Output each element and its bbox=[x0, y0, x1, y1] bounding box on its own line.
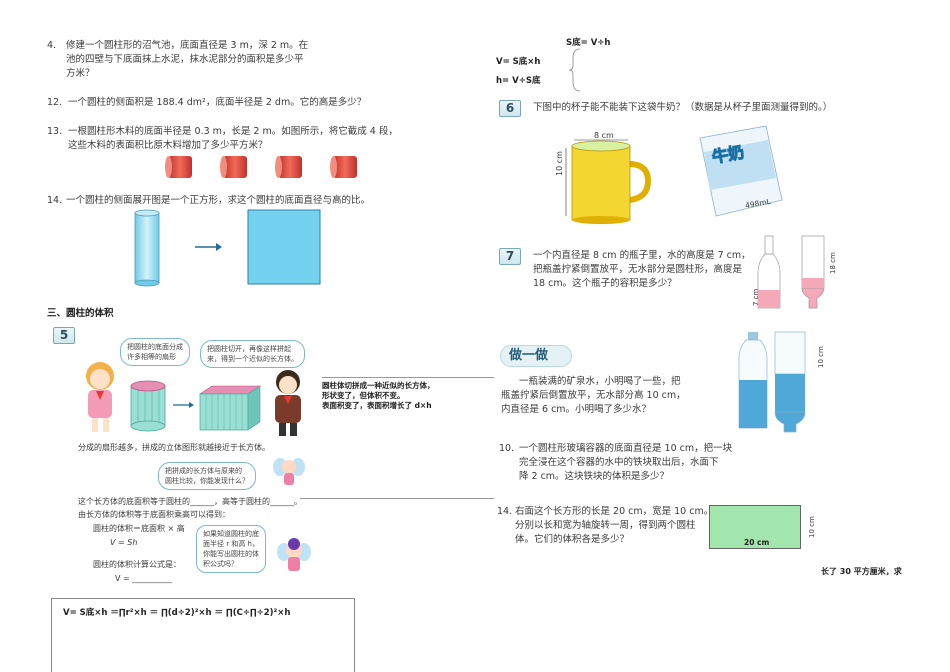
example-7-badge: 7 bbox=[499, 248, 521, 265]
q10-line2: 完全浸在这个容器的水中的铁块取出后，水面下 bbox=[519, 457, 719, 468]
example-6-badge: 6 bbox=[499, 100, 521, 117]
ex7-line1: 一个内直径是 8 cm 的瓶子里，水的高度是 7 cm， bbox=[533, 250, 751, 261]
q12-number: 12. bbox=[47, 97, 63, 108]
wood-piece-2 bbox=[220, 156, 247, 178]
water-bottles-figure bbox=[738, 331, 806, 433]
q4-number: 4. bbox=[47, 40, 57, 51]
ex6-text: 下图中的杯子能不能装下这袋牛奶？（数据是从杯子里面测量得到的。） bbox=[533, 102, 833, 113]
fairy-illustration-1 bbox=[273, 458, 305, 485]
ex7-line3: 18 cm。这个瓶子的容积是多少？ bbox=[533, 278, 677, 289]
cup-width-label: 8 cm bbox=[594, 131, 614, 140]
rearranged-cuboid bbox=[199, 385, 261, 431]
rectangle-figure: 20 cm bbox=[709, 505, 801, 549]
zuoyizuo-badge: 做一做 bbox=[500, 345, 572, 367]
ex5-line4: 圆柱的体积＝底面积 × 高 bbox=[93, 524, 185, 533]
unrolled-cylinder-figure bbox=[134, 209, 321, 287]
boy-illustration bbox=[275, 370, 301, 436]
bubble-cut-rearrange: 把圆柱切开，再像这样拼起 来，得到一个近似的长方体。 bbox=[200, 340, 305, 368]
q10-line3: 降 2 cm。这块铁块的体积是多少？ bbox=[519, 471, 670, 482]
note-top-rule bbox=[322, 377, 494, 378]
bottle-empty-height: 18 cm bbox=[829, 252, 837, 274]
girl-illustration bbox=[86, 362, 114, 432]
ex5-line6: 圆柱的体积计算公式是： bbox=[93, 560, 181, 569]
wood-piece-4 bbox=[330, 156, 357, 178]
q14b-number: 14. bbox=[497, 506, 513, 517]
divided-cylinder bbox=[130, 380, 166, 432]
ex5-line7: V = __________ bbox=[115, 574, 173, 583]
q14b-line1: 右面这个长方形的长是 20 cm，宽是 10 cm。 bbox=[515, 506, 714, 517]
volume-formula: V= S底×h ＝∏r²×h ＝ ∏(d÷2)²×h ＝ ∏(C÷∏÷2)²×h bbox=[63, 608, 291, 618]
formula-area: S底= V÷h bbox=[566, 38, 611, 48]
milk-bag-label: 牛奶 bbox=[710, 142, 746, 167]
q14a-text: 一个圆柱的侧面展开图是一个正方形，求这个圆柱的底面直径与高的比。 bbox=[66, 195, 371, 206]
fairy-illustration-2 bbox=[277, 538, 311, 571]
q4-line2: 池的四壁与下底面抹上水泥，抹水泥部分的面积是多少平 bbox=[66, 54, 304, 65]
ex7-line2: 把瓶盖拧紧倒置放平，无水部分是圆柱形，高度是 bbox=[533, 264, 743, 275]
zuoyizuo-line1: 一瓶装满的矿泉水，小明喝了一些，把 bbox=[519, 376, 681, 387]
zuoyizuo-line3: 内直径是 6 cm。小明喝了多少水？ bbox=[501, 404, 652, 415]
cup-figure bbox=[565, 139, 652, 224]
q13-number: 13. bbox=[47, 126, 63, 137]
bottle-water-height: 7 cm bbox=[752, 288, 760, 306]
rectangle-width-label: 20 cm bbox=[744, 538, 770, 547]
q10-number: 10. bbox=[499, 443, 515, 454]
brace-icon bbox=[568, 48, 581, 92]
bubble-divide-sectors: 把圆柱的底面分成 许多相等的扇形 bbox=[120, 338, 190, 366]
q14a-number: 14. bbox=[47, 195, 63, 206]
q14b-line3: 体。它们的体积各是多少？ bbox=[515, 534, 630, 545]
q4-line1: 修建一个圆柱形的沼气池，底面直径是 3 m，深 2 m。在 bbox=[66, 40, 309, 51]
formula-volume: V= S底×h bbox=[496, 57, 541, 67]
ex5-line5: V = Sh bbox=[110, 538, 138, 547]
q10-line1: 一个圆柱形玻璃容器的底面直径是 10 cm，把一块 bbox=[519, 443, 733, 454]
text-fragment: 长了 30 平方厘米，求 bbox=[821, 567, 902, 576]
q13-line2: 这些木料的表面积比原木料增加了多少平方米？ bbox=[68, 140, 268, 151]
q4-line3: 方米？ bbox=[66, 68, 95, 79]
q13-line1: 一根圆柱形木料的底面半径是 0.3 m，长是 2 m。如图所示，将它截成 4 段… bbox=[68, 126, 398, 137]
q14b-line2: 分别以长和宽为轴旋转一周，得到两个圆柱 bbox=[515, 520, 696, 531]
bubble-formula-question: 如果知道圆柱的底 面半径 r 和高 h， 你能写出圆柱的体 积公式吗？ bbox=[196, 525, 266, 573]
water-bottle-height: 10 cm bbox=[817, 346, 825, 368]
milk-bag-figure bbox=[699, 125, 783, 217]
bubble-compare: 把拼成的长方体与原来的 圆柱比较，你能发现什么？ bbox=[158, 462, 256, 490]
example-5-badge: 5 bbox=[53, 327, 75, 344]
rectangle-height-label: 10 cm bbox=[808, 516, 816, 538]
q12-text: 一个圆柱的侧面积是 188.4 dm²，底面半径是 2 dm。它的高是多少？ bbox=[68, 97, 367, 108]
wood-piece-1 bbox=[165, 156, 192, 178]
ex5-line2: 这个长方体的底面积等于圆柱的______，高等于圆柱的______。 bbox=[78, 497, 302, 506]
bottle-figures bbox=[757, 235, 825, 309]
section-title: 三、圆柱的体积 bbox=[47, 308, 114, 319]
formula-box: V= S底×h ＝∏r²×h ＝ ∏(d÷2)²×h ＝ ∏(C÷∏÷2)²×h bbox=[51, 598, 355, 672]
wood-piece-3 bbox=[275, 156, 302, 178]
zuoyizuo-line2: 瓶盖拧紧后倒置放平，无水部分高 10 cm， bbox=[501, 390, 686, 401]
formula-height: h= V÷S底 bbox=[496, 76, 541, 86]
ex5-line1: 分成的扇形越多，拼成的立体图形就越接近于长方体。 bbox=[78, 443, 270, 452]
cut-rearrange-note: 圆柱体切拼成一种近似的长方体， 形状变了，但体积不变。 表面积变了，表面积增长了… bbox=[322, 381, 435, 410]
arrow-right-icon bbox=[173, 402, 194, 408]
rule-right-1 bbox=[300, 498, 494, 499]
ex5-line3: 由长方体的体积等于底面积乘高可以得到： bbox=[78, 510, 230, 519]
